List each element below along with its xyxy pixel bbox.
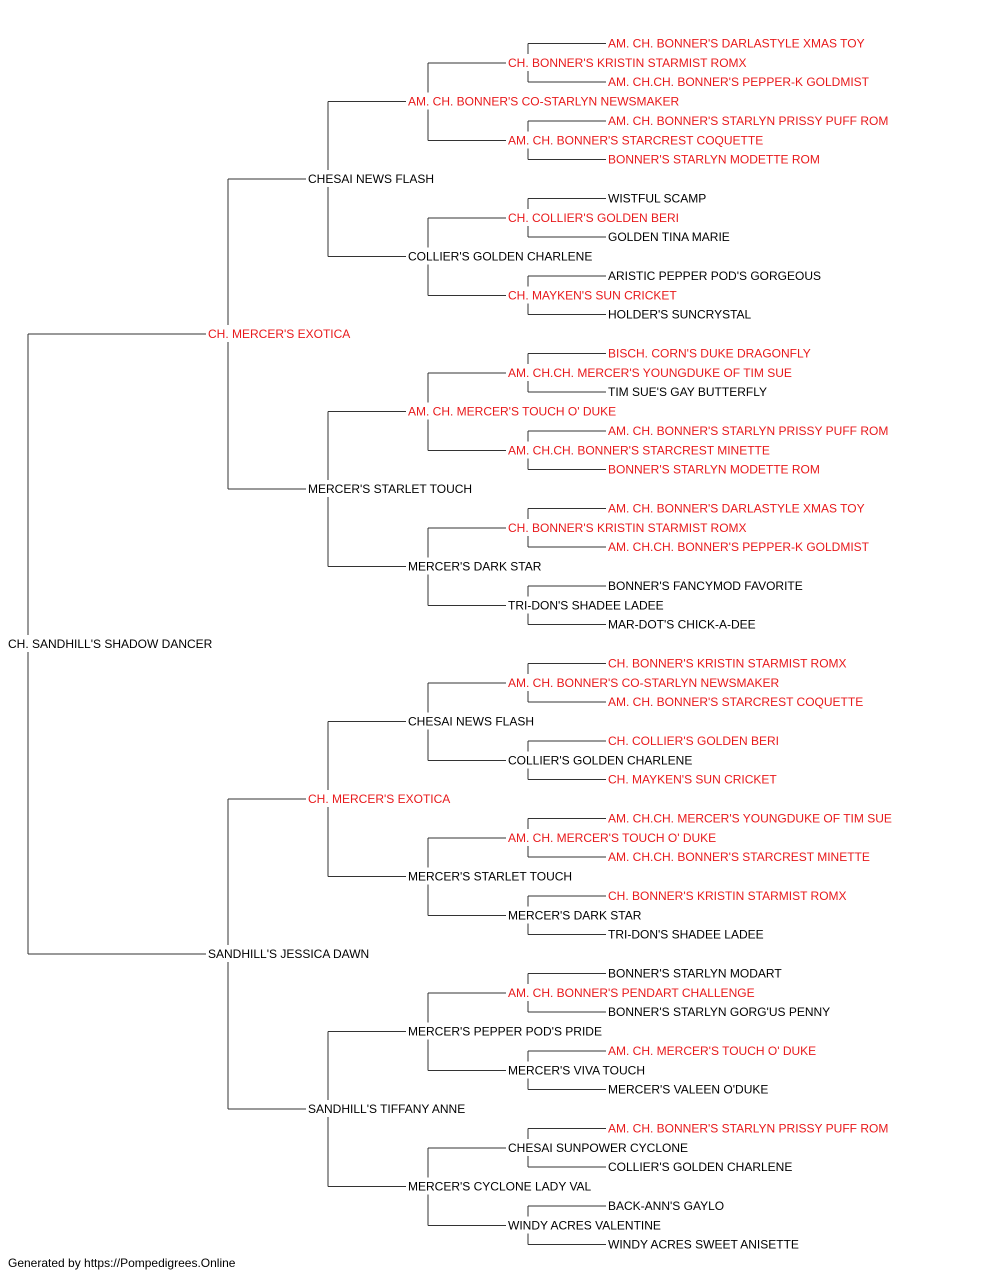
champion-ancestor-name: BISCH. CORN'S DUKE DRAGONFLY <box>608 346 811 360</box>
champion-ancestor-name: AM. CH.CH. BONNER'S STARCREST MINETTE <box>508 443 770 457</box>
ancestor-name: TIM SUE'S GAY BUTTERFLY <box>608 385 767 399</box>
ancestor-name: MERCER'S STARLET TOUCH <box>308 482 472 496</box>
champion-ancestor-name: CH. MAYKEN'S SUN CRICKET <box>608 773 777 787</box>
champion-ancestor-name: AM. CH. MERCER'S TOUCH O' DUKE <box>508 831 716 845</box>
ancestor-name: CHESAI NEWS FLASH <box>308 172 434 186</box>
ancestor-name: SANDHILL'S TIFFANY ANNE <box>308 1102 465 1116</box>
champion-ancestor-name: AM. CH. BONNER'S STARLYN PRISSY PUFF ROM <box>608 424 888 438</box>
champion-ancestor-name: AM. CH.CH. MERCER'S YOUNGDUKE OF TIM SUE <box>608 811 892 825</box>
ancestor-name: MERCER'S VIVA TOUCH <box>508 1063 645 1077</box>
ancestor-name: BONNER'S FANCYMOD FAVORITE <box>608 579 803 593</box>
ancestor-name: WINDY ACRES SWEET ANISETTE <box>608 1238 799 1250</box>
ancestor-name: COLLIER'S GOLDEN CHARLENE <box>508 753 692 767</box>
ancestor-name: MERCER'S VALEEN O'DUKE <box>608 1083 768 1097</box>
pedigree-tree: CH. SANDHILL'S SHADOW DANCER CH. MERCER'S… <box>8 36 892 1250</box>
ancestor-name: WINDY ACRES VALENTINE <box>508 1218 661 1232</box>
ancestor-name: GOLDEN TINA MARIE <box>608 230 730 244</box>
ancestor-name: CHESAI SUNPOWER CYCLONE <box>508 1141 688 1155</box>
champion-ancestor-name: AM. CH. BONNER'S STARCREST COQUETTE <box>608 695 863 709</box>
ancestor-name: WISTFUL SCAMP <box>608 191 706 205</box>
ancestor-name: MERCER'S DARK STAR <box>408 560 542 574</box>
ancestor-name: MERCER'S DARK STAR <box>508 908 642 922</box>
champion-ancestor-name: AM. CH. MERCER'S TOUCH O' DUKE <box>608 1044 816 1058</box>
ancestor-name: COLLIER'S GOLDEN CHARLENE <box>408 250 592 264</box>
ancestor-name: MERCER'S PEPPER POD'S PRIDE <box>408 1025 602 1039</box>
ancestor-name: ARISTIC PEPPER POD'S GORGEOUS <box>608 269 821 283</box>
ancestor-name: MAR-DOT'S CHICK-A-DEE <box>608 618 756 632</box>
ancestor-name: SANDHILL'S JESSICA DAWN <box>208 947 369 961</box>
champion-ancestor-name: CH. MERCER'S EXOTICA <box>208 327 350 341</box>
champion-ancestor-name: AM. CH.CH. BONNER'S PEPPER-K GOLDMIST <box>608 540 870 554</box>
footer-credit: Generated by https://Pompedigrees.Online <box>8 1256 236 1270</box>
champion-ancestor-name: AM. CH. BONNER'S DARLASTYLE XMAS TOY <box>608 501 865 515</box>
champion-ancestor-name: CH. COLLIER'S GOLDEN BERI <box>608 734 779 748</box>
champion-ancestor-name: AM. CH. BONNER'S PENDART CHALLENGE <box>508 986 755 1000</box>
champion-ancestor-name: CH. MAYKEN'S SUN CRICKET <box>508 288 677 302</box>
ancestor-name: HOLDER'S SUNCRYSTAL <box>608 308 752 322</box>
ancestor-name: BONNER'S STARLYN GORG'US PENNY <box>608 1005 830 1019</box>
champion-ancestor-name: AM. CH. BONNER'S CO-STARLYN NEWSMAKER <box>508 676 780 690</box>
champion-ancestor-name: CH. BONNER'S KRISTIN STARMIST ROMX <box>608 889 847 903</box>
champion-ancestor-name: AM. CH.CH. BONNER'S PEPPER-K GOLDMIST <box>608 75 870 89</box>
ancestor-name: TRI-DON'S SHADEE LADEE <box>508 598 664 612</box>
champion-ancestor-name: AM. CH. BONNER'S STARLYN PRISSY PUFF ROM <box>608 114 888 128</box>
champion-ancestor-name: AM. CH. MERCER'S TOUCH O' DUKE <box>408 405 616 419</box>
champion-ancestor-name: CH. BONNER'S KRISTIN STARMIST ROMX <box>608 656 847 670</box>
champion-ancestor-name: AM. CH.CH. MERCER'S YOUNGDUKE OF TIM SUE <box>508 366 792 380</box>
ancestor-name: BONNER'S STARLYN MODART <box>608 966 782 980</box>
ancestor-name: COLLIER'S GOLDEN CHARLENE <box>608 1160 792 1174</box>
ancestor-name: CHESAI NEWS FLASH <box>408 715 534 729</box>
ancestor-name: BACK-ANN'S GAYLO <box>608 1199 724 1213</box>
champion-ancestor-name: BONNER'S STARLYN MODETTE ROM <box>608 463 820 477</box>
champion-ancestor-name: CH. BONNER'S KRISTIN STARMIST ROMX <box>508 521 747 535</box>
champion-ancestor-name: AM. CH.CH. BONNER'S STARCREST MINETTE <box>608 850 870 864</box>
champion-ancestor-name: CH. MERCER'S EXOTICA <box>308 792 450 806</box>
champion-ancestor-name: AM. CH. BONNER'S DARLASTYLE XMAS TOY <box>608 36 865 50</box>
ancestor-name: TRI-DON'S SHADEE LADEE <box>608 928 764 942</box>
champion-ancestor-name: AM. CH. BONNER'S STARLYN PRISSY PUFF ROM <box>608 1121 888 1135</box>
ancestor-name: MERCER'S CYCLONE LADY VAL <box>408 1180 592 1194</box>
champion-ancestor-name: CH. COLLIER'S GOLDEN BERI <box>508 211 679 225</box>
champion-ancestor-name: CH. BONNER'S KRISTIN STARMIST ROMX <box>508 56 747 70</box>
champion-ancestor-name: BONNER'S STARLYN MODETTE ROM <box>608 153 820 167</box>
ancestor-name: MERCER'S STARLET TOUCH <box>408 870 572 884</box>
champion-ancestor-name: AM. CH. BONNER'S CO-STARLYN NEWSMAKER <box>408 95 680 109</box>
champion-ancestor-name: AM. CH. BONNER'S STARCREST COQUETTE <box>508 133 763 147</box>
ancestor-name: CH. SANDHILL'S SHADOW DANCER <box>8 637 213 651</box>
